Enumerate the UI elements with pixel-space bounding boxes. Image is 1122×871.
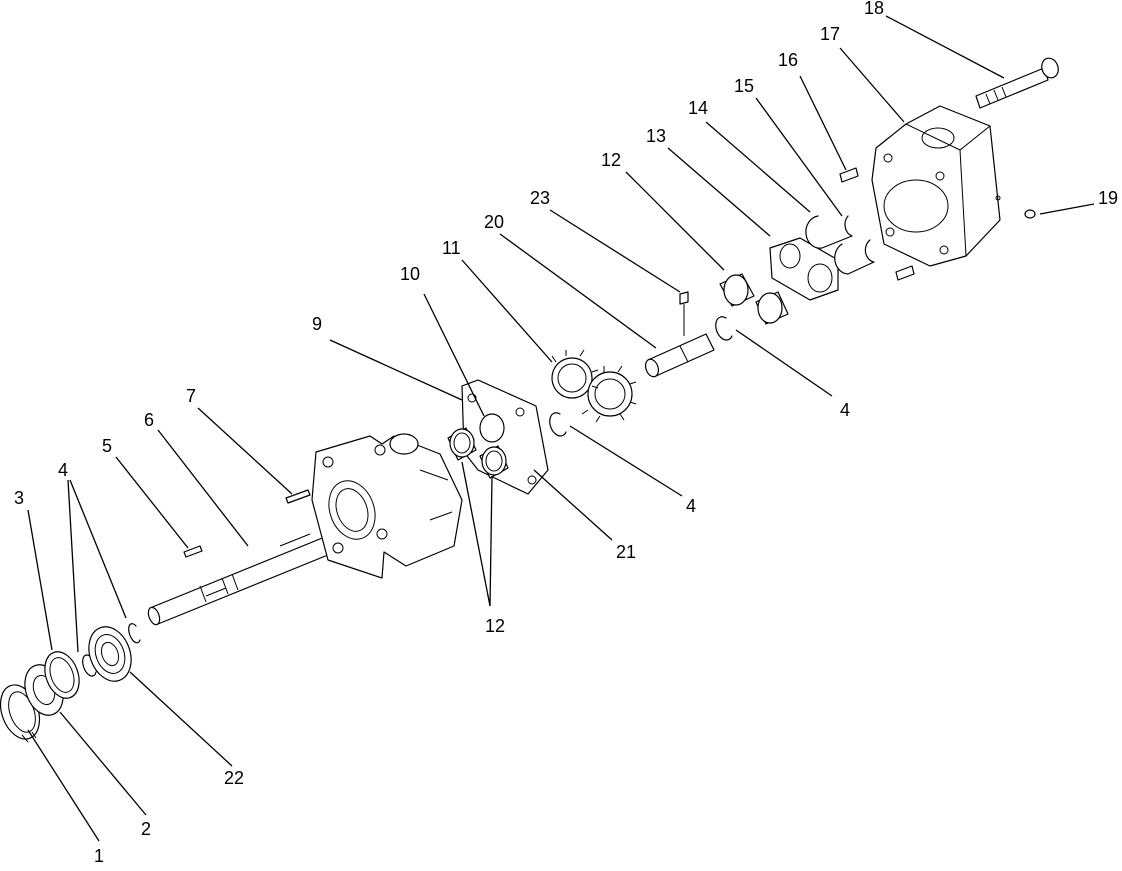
callout-4-middle: 4 [686, 496, 696, 516]
part-washer-3 [44, 651, 80, 699]
part-snap-ring-4c [549, 412, 567, 437]
callout-12-top: 12 [601, 150, 621, 170]
callout-13: 13 [646, 126, 666, 146]
part-seal-15 [834, 239, 875, 275]
part-key-5 [183, 545, 203, 558]
part-bushing-12d [755, 291, 789, 325]
callout-23: 23 [530, 188, 550, 208]
part-gears-11 [551, 349, 637, 423]
callout-16: 16 [778, 50, 798, 70]
callout-2: 2 [141, 819, 151, 839]
callout-14: 14 [688, 98, 708, 118]
callout-10: 10 [400, 264, 420, 284]
callout-4-right: 4 [840, 400, 850, 420]
part-pin-23 [679, 291, 689, 336]
callout-17: 17 [820, 24, 840, 44]
part-bushing-12c [719, 273, 755, 307]
part-bolt-18 [975, 57, 1059, 109]
part-key-7 [285, 489, 311, 504]
part-shaft-20 [644, 333, 715, 378]
callout-20: 20 [484, 212, 504, 232]
part-bearing-22 [88, 626, 132, 682]
callout-9: 9 [312, 314, 322, 334]
part-plug-19 [1024, 209, 1036, 219]
part-seal-14 [805, 215, 853, 249]
callout-4-left: 4 [58, 460, 68, 480]
part-bushing-10 [479, 413, 505, 443]
part-snap-ring-4a [82, 654, 97, 677]
part-front-housing [311, 433, 463, 579]
callout-5: 5 [102, 436, 112, 456]
part-seal-13 [769, 237, 839, 301]
callout-22: 22 [224, 768, 244, 788]
part-dowel-16b [895, 265, 915, 281]
callout-6: 6 [144, 410, 154, 430]
callout-1: 1 [94, 846, 104, 866]
callout-3: 3 [14, 488, 24, 508]
part-snap-ring-4d [715, 316, 733, 341]
callout-12-bottom: 12 [485, 616, 505, 636]
callout-15: 15 [734, 76, 754, 96]
part-rear-housing-17 [871, 105, 1001, 267]
callout-labels: 1 2 3 4 4 4 5 6 7 9 10 11 12 12 13 14 15… [14, 0, 1118, 866]
part-dowel-16a [839, 167, 859, 183]
callout-19: 19 [1098, 188, 1118, 208]
leader-lines [27, 15, 1095, 842]
callout-18: 18 [864, 0, 884, 18]
part-bushing-12b [479, 445, 509, 479]
part-shaft-6 [147, 529, 351, 626]
callout-7: 7 [186, 386, 196, 406]
callout-21: 21 [616, 542, 636, 562]
part-bushing-12a [447, 427, 477, 461]
callout-11: 11 [442, 238, 461, 258]
part-snap-ring-4b [128, 623, 141, 644]
